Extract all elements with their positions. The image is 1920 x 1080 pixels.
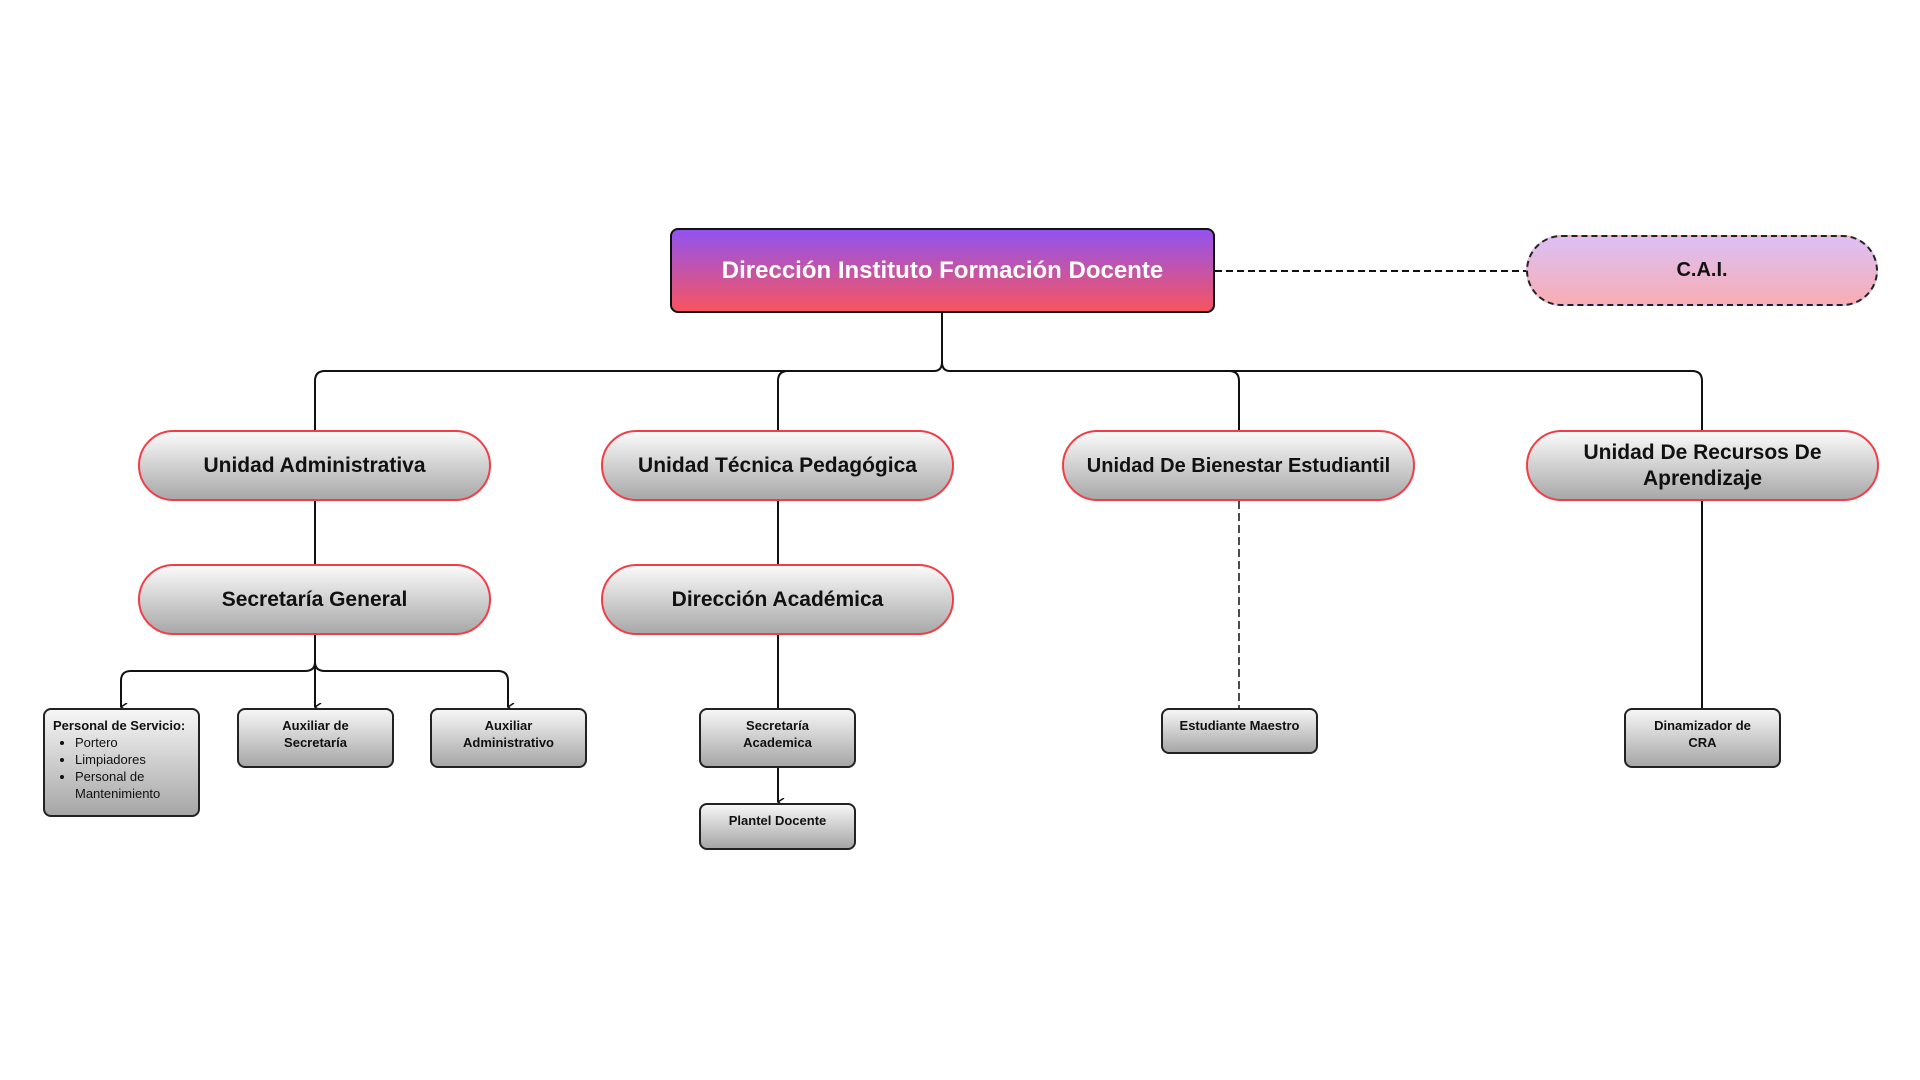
auxiliar-secretaria: Auxiliar de Secretaría: [237, 708, 394, 768]
node-label: Dirección Académica: [671, 587, 884, 611]
node-label: Auxiliar de Secretaría: [282, 718, 349, 750]
dinamizador-cra: Dinamizador de CRA: [1624, 708, 1781, 768]
personal-title: Personal de Servicio:: [53, 718, 186, 733]
list-item: Limpiadores: [75, 751, 198, 768]
unit-label: Unidad Administrativa: [203, 453, 426, 477]
direccion-academica: Dirección Académica: [601, 564, 954, 635]
unit-label: Unidad De Recursos De Aprendizaje: [1583, 441, 1822, 490]
personal-list: Portero Limpiadores Personal de Mantenim…: [53, 734, 198, 802]
secretaria-academica: Secretaría Academica: [699, 708, 856, 768]
list-item: Personal de Mantenimiento: [75, 768, 198, 802]
list-item: Portero: [75, 734, 198, 751]
unit-bienestar-estudiantil: Unidad De Bienestar Estudiantil: [1062, 430, 1415, 501]
unit-recursos-aprendizaje: Unidad De Recursos De Aprendizaje: [1526, 430, 1879, 501]
node-label: Dinamizador de CRA: [1654, 718, 1751, 750]
cai-node: C.A.I.: [1526, 235, 1878, 306]
link-bienestar: [1228, 370, 1240, 430]
unit-label: Unidad Técnica Pedagógica: [638, 453, 917, 477]
cai-label: C.A.I.: [1676, 259, 1728, 281]
personal-servicio: Personal de Servicio: Portero Limpiadore…: [43, 708, 200, 817]
root-node: Dirección Instituto Formación Docente: [670, 228, 1215, 313]
node-label: Estudiante Maestro: [1179, 718, 1300, 733]
link-admin: [314, 313, 943, 430]
node-label: Plantel Docente: [728, 813, 827, 828]
auxiliar-administrativo: Auxiliar Administrativo: [430, 708, 587, 768]
link-recursos: [941, 361, 1703, 430]
node-label: Auxiliar Administrativo: [462, 718, 554, 750]
estudiante-maestro: Estudiante Maestro: [1161, 708, 1318, 754]
node-label: Secretaría Academica: [743, 718, 812, 750]
node-label: Secretaría General: [221, 587, 408, 611]
unit-tecnica-pedagogica: Unidad Técnica Pedagógica: [601, 430, 954, 501]
unit-administrativa: Unidad Administrativa: [138, 430, 491, 501]
plantel-docente: Plantel Docente: [699, 803, 856, 850]
root-label: Dirección Instituto Formación Docente: [721, 256, 1164, 284]
link-tecnica: [777, 370, 789, 430]
unit-label: Unidad De Bienestar Estudiantil: [1086, 454, 1391, 477]
secretaria-general: Secretaría General: [138, 564, 491, 635]
